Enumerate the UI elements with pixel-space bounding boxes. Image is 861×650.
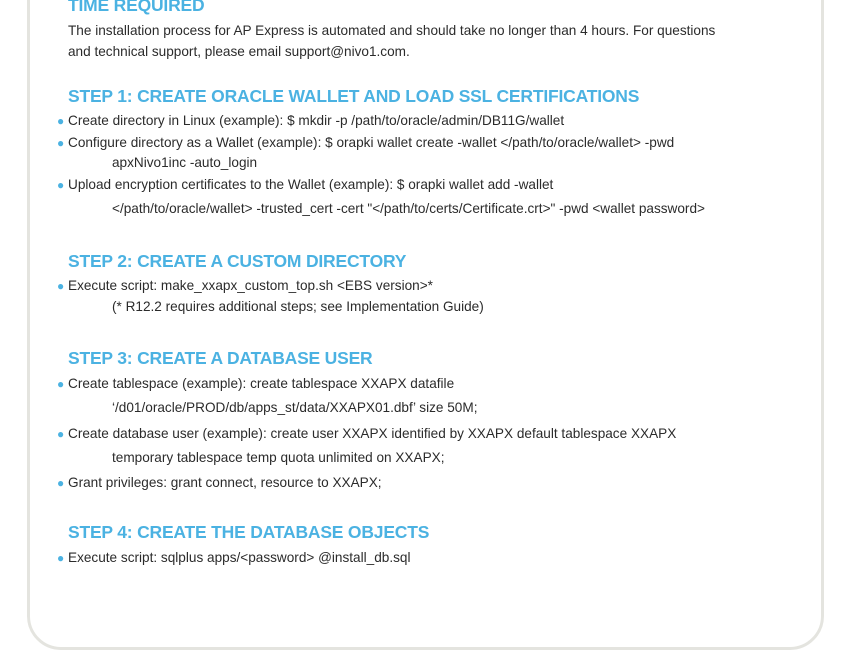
time-required-text-line-2: and technical support, please email supp… — [68, 44, 410, 59]
step1-item-2-text: Configure directory as a Wallet (example… — [68, 135, 675, 150]
step3-item-3-text: Grant privileges: grant connect, resourc… — [68, 475, 382, 490]
bullet-icon: ● — [57, 427, 65, 441]
step3-item-2-continuation: temporary tablespace temp quota unlimite… — [112, 450, 445, 465]
step2-item-1-note: (* R12.2 requires additional steps; see … — [112, 299, 484, 314]
step3-item-1-text: Create tablespace (example): create tabl… — [68, 376, 455, 391]
step3-item-1-continuation: ‘/d01/oracle/PROD/db/apps_st/data/XXAPX0… — [112, 400, 478, 415]
bullet-icon: ● — [57, 551, 65, 565]
step2-item-1-text: Execute script: make_xxapx_custom_top.sh… — [68, 278, 433, 293]
step1-item-3-text: Upload encryption certificates to the Wa… — [68, 177, 554, 192]
step1-item-2-continuation: apxNivo1inc -auto_login — [112, 155, 258, 170]
bullet-icon: ● — [57, 476, 65, 490]
step3-item-2-text: Create database user (example): create u… — [68, 426, 677, 441]
step1-item-1: ● Create directory in Linux (example): $… — [34, 110, 705, 132]
bullet-icon: ● — [57, 136, 65, 150]
step2-item-1: ● Execute script: make_xxapx_custom_top.… — [34, 275, 484, 297]
step1-item-1-text: Create directory in Linux (example): $ m… — [68, 113, 565, 128]
step4-item-1-text: Execute script: sqlplus apps/<password> … — [68, 550, 411, 565]
bullet-icon: ● — [57, 114, 65, 128]
time-required-text-line-1: The installation process for AP Express … — [68, 23, 716, 38]
step1-list: ● Create directory in Linux (example): $… — [57, 110, 705, 220]
step3-item-3: ● Grant privileges: grant connect, resou… — [34, 472, 676, 494]
step3-item-1: ● Create tablespace (example): create ta… — [34, 373, 676, 395]
time-required-heading: TIME REQUIRED — [68, 0, 205, 15]
step3-item-2: ● Create database user (example): create… — [34, 423, 676, 445]
step3-heading: STEP 3: CREATE A DATABASE USER — [68, 348, 373, 368]
step4-list: ● Execute script: sqlplus apps/<password… — [57, 547, 411, 569]
step4-item-1: ● Execute script: sqlplus apps/<password… — [34, 547, 411, 569]
step3-list: ● Create tablespace (example): create ta… — [57, 373, 676, 494]
bullet-icon: ● — [57, 178, 65, 192]
step2-heading: STEP 2: CREATE A CUSTOM DIRECTORY — [68, 251, 407, 271]
bullet-icon: ● — [57, 377, 65, 391]
step1-item-3: ● Upload encryption certificates to the … — [34, 174, 705, 196]
step2-list: ● Execute script: make_xxapx_custom_top.… — [57, 275, 484, 318]
step1-item-3-continuation: </path/to/oracle/wallet> -trusted_cert -… — [112, 201, 705, 216]
step1-item-2: ● Configure directory as a Wallet (examp… — [34, 132, 705, 154]
bullet-icon: ● — [57, 279, 65, 293]
step1-heading: STEP 1: CREATE ORACLE WALLET AND LOAD SS… — [68, 86, 640, 106]
step4-heading: STEP 4: CREATE THE DATABASE OBJECTS — [68, 522, 430, 542]
